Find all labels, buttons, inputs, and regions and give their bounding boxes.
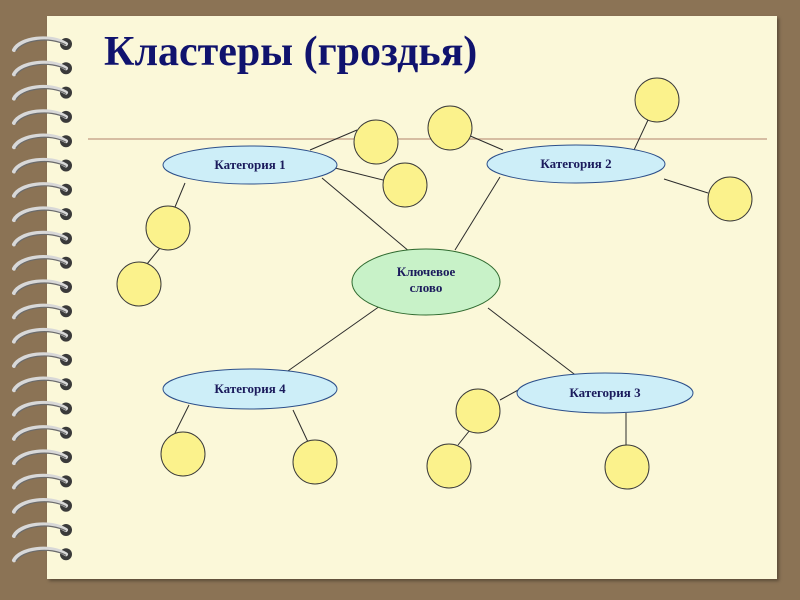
- leaf-circle: [353, 119, 399, 165]
- binding-ring: [12, 522, 72, 538]
- binding-ring: [12, 36, 72, 52]
- leaf-circle: [455, 388, 501, 434]
- binding-ring: [12, 255, 72, 271]
- binding-ring: [12, 376, 72, 393]
- connector: [292, 409, 309, 443]
- connector: [467, 134, 504, 151]
- binding-ring: [12, 449, 72, 466]
- binding-ring: [12, 206, 72, 223]
- leaf-circle: [707, 176, 753, 222]
- binding-ring: [12, 182, 72, 198]
- binding-ring: [12, 473, 72, 490]
- category-4-label: Категория 4: [214, 381, 286, 396]
- connector: [146, 247, 161, 265]
- binding-ring: [12, 303, 72, 320]
- connector: [454, 176, 501, 251]
- binding-ring: [12, 546, 72, 563]
- binding-ring: [12, 230, 72, 247]
- binding-ring: [12, 352, 72, 368]
- connector: [174, 182, 186, 208]
- connector: [309, 129, 358, 151]
- binding-ring: [12, 60, 72, 77]
- connector: [499, 388, 521, 401]
- connector: [633, 119, 649, 151]
- connector: [284, 305, 381, 374]
- center-node: [351, 248, 501, 316]
- spiral-binding: [12, 36, 72, 563]
- page-title: Кластеры (гроздья): [104, 29, 478, 75]
- connector: [663, 178, 709, 194]
- binding-ring: [12, 400, 72, 417]
- leaf-circle: [604, 444, 650, 490]
- connector: [457, 429, 471, 446]
- leaf-circle: [634, 77, 680, 123]
- binding-ring: [12, 109, 72, 125]
- binding-ring: [12, 157, 72, 174]
- category-1-node: [162, 145, 338, 185]
- center-label-line2: слово: [410, 280, 443, 295]
- connector: [334, 167, 384, 181]
- leaf-circle: [160, 431, 206, 477]
- leaf-circle: [426, 443, 472, 489]
- category-4-node: [162, 368, 338, 410]
- connector: [487, 307, 579, 378]
- leaf-circle: [382, 162, 428, 208]
- binding-ring: [12, 425, 72, 441]
- category-2-label: Категория 2: [540, 156, 611, 171]
- binding-ring: [12, 327, 72, 344]
- binding-ring: [12, 279, 72, 295]
- category-2-node: [486, 144, 666, 184]
- leaf-circle: [145, 205, 191, 251]
- connector: [321, 177, 411, 253]
- category-3-node: [516, 372, 694, 414]
- binding-ring: [12, 133, 72, 150]
- center-label-line1: Ключевое: [397, 264, 456, 279]
- connectors: [146, 119, 709, 446]
- leaf-circle: [292, 439, 338, 485]
- leaf-circle: [116, 261, 162, 307]
- binding-ring: [12, 498, 72, 514]
- category-3-label: Категория 3: [569, 385, 641, 400]
- leaf-circle: [427, 105, 473, 151]
- connector: [174, 404, 190, 434]
- binding-ring: [12, 84, 72, 101]
- category-1-label: Категория 1: [214, 157, 285, 172]
